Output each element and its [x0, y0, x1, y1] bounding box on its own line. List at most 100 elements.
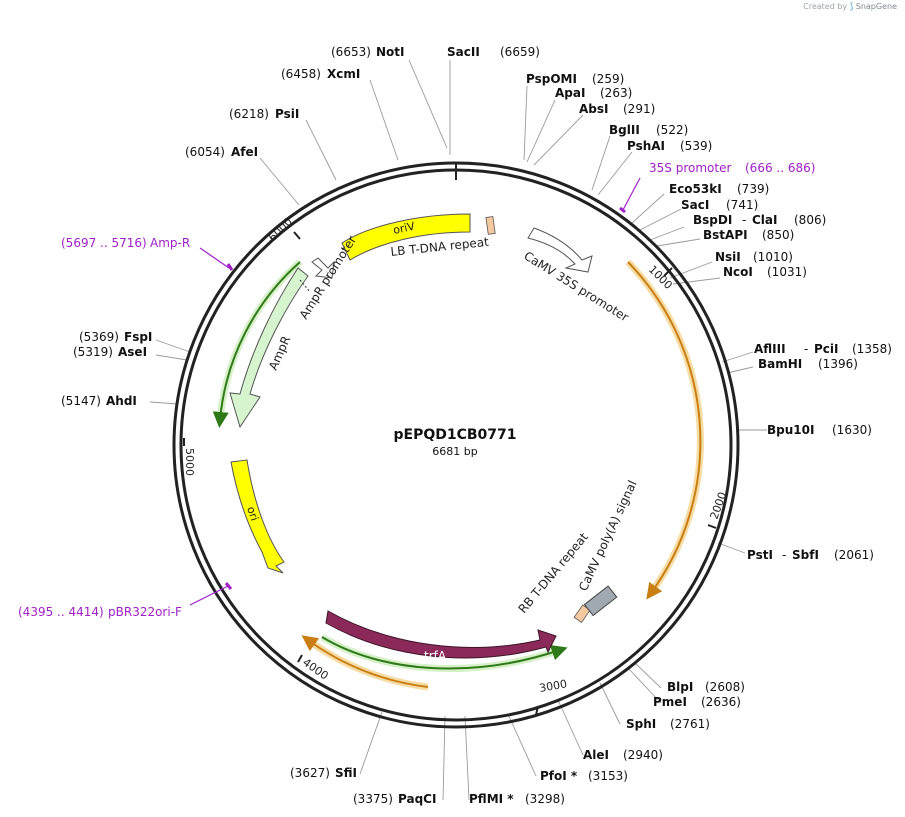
- enzyme-name-FspI: FspI: [124, 330, 152, 344]
- snapgene-credit: Created by ⟆ SnapGene: [803, 2, 897, 12]
- tick-label-5000: 5000: [183, 448, 196, 476]
- enzyme-name-SphI: SphI: [626, 717, 656, 731]
- credit-brand: SnapGene: [855, 2, 897, 11]
- orange-feature-arc-bottom-line: [301, 635, 429, 688]
- enzyme-pos-AhdI: (5147): [61, 394, 101, 408]
- enzyme-pos-SacI: (741): [726, 198, 758, 212]
- enzyme-pos-BstAPI: (850): [762, 228, 794, 242]
- primer-35s-leader: [622, 177, 641, 211]
- enzyme-pos-AseI: (5319): [73, 345, 113, 359]
- enzyme-pos-NotI: (6653): [331, 45, 371, 59]
- feature-ampr: [229, 267, 309, 429]
- feature-camv-polya: [583, 585, 618, 617]
- enzyme-pos-ApaI: (263): [600, 86, 632, 100]
- enzyme-name-PaqCI: PaqCI: [398, 792, 436, 806]
- enzyme-separator-PstI-SbfI: -: [782, 548, 786, 562]
- primer-name-ampr: Amp-R: [150, 236, 190, 250]
- primer-range-pbr322: (4395 .. 4414): [18, 605, 104, 619]
- primer-ampr-leader: [199, 247, 230, 269]
- enzyme-name-ApaI: ApaI: [555, 86, 585, 100]
- enzyme-separator-BspDI-ClaI: -: [742, 213, 746, 227]
- primer-labels: 35S promoter (666 .. 686) (5697 .. 5716)…: [18, 161, 815, 619]
- tick-label-3000: 3000: [538, 677, 568, 695]
- enzyme-pos-PshAI: (539): [680, 139, 712, 153]
- orange-feature-arc-line: [627, 261, 702, 600]
- enzyme-name-AfeI: AfeI: [231, 145, 258, 159]
- snapgene-logo-icon: ⟆: [849, 2, 854, 12]
- primer-range-ampr: (5697 .. 5716): [61, 236, 147, 250]
- enzyme-name-AhdI: AhdI: [106, 394, 137, 408]
- enzyme-name-NsiI: NsiI: [715, 250, 741, 264]
- primer-name-35s: 35S promoter: [649, 161, 731, 175]
- primer-35s-mark: [619, 206, 626, 214]
- orange-feature-arc: [625, 259, 704, 596]
- enzyme-name-ClaI: ClaI: [752, 213, 777, 227]
- enzyme-pos-SbfI: (2061): [834, 548, 874, 562]
- enzyme-name-SbfI: SbfI: [792, 548, 819, 562]
- feature-ampr-dashes: [299, 279, 311, 293]
- enzyme-pos-PspOMI: (259): [592, 72, 624, 86]
- feature-ori: [230, 459, 285, 574]
- enzyme-pos-SphI: (2761): [670, 717, 710, 731]
- enzyme-pos-PaqCI: (3375): [353, 792, 393, 806]
- plasmid-length: 6681 bp: [432, 445, 477, 458]
- primer-name-pbr322: pBR322ori-F: [108, 605, 182, 619]
- feature-ori-label: ori: [244, 505, 261, 523]
- enzyme-pos-AbsI: (291): [623, 102, 655, 116]
- enzyme-name-PfoI: PfoI *: [540, 769, 578, 783]
- feature-oriV: [341, 213, 471, 261]
- enzyme-name-XcmI: XcmI: [327, 67, 360, 81]
- feature-camv-35s-promoter: [527, 227, 593, 273]
- enzyme-pos-PsiI: (6218): [229, 107, 269, 121]
- enzyme-pos-BglII: (522): [656, 123, 688, 137]
- enzyme-name-AleI: AleI: [583, 748, 609, 762]
- enzyme-name-PsiI: PsiI: [275, 107, 299, 121]
- enzyme-pos-PflMI: (3298): [525, 792, 565, 806]
- enzyme-name-PciI: PciI: [814, 342, 839, 356]
- primer-pbr322-mark: [224, 582, 233, 590]
- enzyme-pos-Eco53kI: (739): [737, 182, 769, 196]
- enzyme-name-BstAPI: BstAPI: [703, 228, 748, 242]
- enzyme-leader-lines: [149, 59, 767, 801]
- enzyme-name-AseI: AseI: [118, 345, 147, 359]
- scale-ticks: [183, 164, 717, 716]
- backbone-outer-ring: [172, 161, 740, 729]
- enzyme-pos-BlpI: (2608): [705, 680, 745, 694]
- plasmid-name: pEPQD1CB0771: [393, 427, 516, 443]
- enzyme-name-BamHI: BamHI: [758, 357, 802, 371]
- tick-label-2000: 2000: [708, 490, 730, 521]
- enzyme-name-SacI: SacI: [681, 198, 709, 212]
- credit-prefix: Created by: [803, 2, 848, 11]
- enzyme-labels: (6653) NotI SacII (6659) (6458) XcmI Psp…: [61, 45, 892, 806]
- enzyme-name-PmeI: PmeI: [653, 695, 687, 709]
- enzyme-name-Eco53kI: Eco53kI: [669, 182, 722, 196]
- enzyme-name-AflIII: AflIII: [754, 342, 786, 356]
- enzyme-name-BspDI: BspDI: [693, 213, 732, 227]
- enzyme-pos-NsiI: (1010): [753, 250, 793, 264]
- tick-label-6000: 6000: [266, 215, 295, 244]
- feature-trfA: [325, 610, 557, 659]
- enzyme-name-Bpu10I: Bpu10I: [767, 423, 814, 437]
- green-feature-arc-bottom-line: [321, 636, 568, 670]
- enzyme-name-PshAI: PshAI: [627, 139, 665, 153]
- enzyme-name-PstI: PstI: [747, 548, 773, 562]
- primer-ampr-mark: [226, 263, 234, 271]
- enzyme-name-BlpI: BlpI: [667, 680, 693, 694]
- enzyme-pos-AfeI: (6054): [185, 145, 225, 159]
- feature-lb-repeat: [485, 216, 496, 235]
- enzyme-pos-ClaI: (806): [794, 213, 826, 227]
- primer-range-35s: (666 .. 686): [745, 161, 815, 175]
- enzyme-pos-PmeI: (2636): [701, 695, 741, 709]
- enzyme-pos-Bpu10I: (1630): [832, 423, 872, 437]
- enzyme-name-NcoI: NcoI: [723, 265, 753, 279]
- primer-pbr322-leader: [189, 585, 229, 606]
- enzyme-pos-BamHI: (1396): [818, 357, 858, 371]
- feature-rb-repeat-label: RB T-DNA repeat: [516, 530, 591, 616]
- enzyme-name-PspOMI: PspOMI: [526, 72, 577, 86]
- enzyme-pos-SacII: (6659): [500, 45, 540, 59]
- enzyme-separator-AflIII-PciI: -: [804, 342, 808, 356]
- enzyme-name-PflMI: PflMI *: [469, 792, 514, 806]
- enzyme-name-AbsI: AbsI: [579, 102, 608, 116]
- feature-ampr-promoter: [311, 257, 335, 279]
